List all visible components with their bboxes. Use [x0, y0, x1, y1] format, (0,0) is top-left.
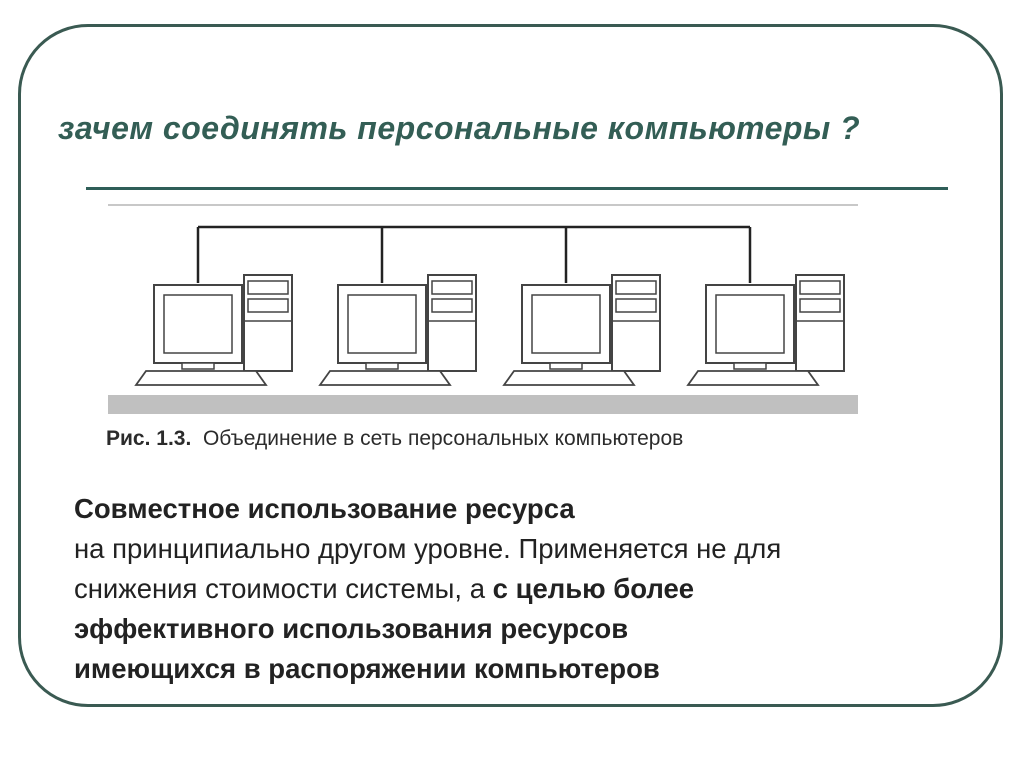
computer-2 [318, 227, 477, 386]
computer-3 [502, 227, 661, 386]
computer-1 [134, 227, 293, 386]
monitor-screen [347, 294, 417, 354]
body-paragraph: Совместное использование ресурса на прин… [74, 489, 994, 689]
drive-bay [247, 298, 289, 313]
monitor-screen [163, 294, 233, 354]
drive-bay [799, 280, 841, 295]
drive-bay [431, 298, 473, 313]
monitor-screen [531, 294, 601, 354]
body-line-4: эффективного использования ресурсов [74, 613, 629, 644]
keyboard [502, 370, 636, 386]
slide-title: зачем соединять персональные компьютеры … [58, 110, 861, 146]
body-line-2: на принципиально другом уровне. Применяе… [74, 533, 782, 564]
monitor-stand [181, 362, 215, 370]
body-line-5: имеющихся в распоряжении компьютеров [74, 653, 660, 684]
monitor-stand [365, 362, 399, 370]
drive-bay [431, 280, 473, 295]
keyboard [686, 370, 820, 386]
computers-group [134, 227, 845, 386]
keyboard [318, 370, 452, 386]
body-line-1: Совместное использование ресурса [74, 493, 575, 524]
drive-bay [615, 280, 657, 295]
monitor-screen [715, 294, 785, 354]
drive-bay [247, 280, 289, 295]
network-diagram [108, 204, 858, 414]
drive-bay [799, 298, 841, 313]
figure-caption: Рис. 1.3. Объединение в сеть персональны… [106, 427, 683, 451]
body-line-3-bold: с целью более [492, 573, 695, 604]
body-line-3-normal: снижения стоимости системы, а [74, 573, 493, 604]
figure-base [108, 395, 858, 414]
caption-label: Рис. 1.3. [106, 427, 192, 450]
title-divider [86, 187, 948, 190]
keyboard [134, 370, 268, 386]
body-line-3: снижения стоимости системы, а с целью бо… [74, 569, 994, 609]
drive-bay [615, 298, 657, 313]
computer-4 [686, 227, 845, 386]
monitor-stand [549, 362, 583, 370]
monitor-stand [733, 362, 767, 370]
caption-text: Объединение в сеть персональных компьюте… [202, 427, 684, 450]
